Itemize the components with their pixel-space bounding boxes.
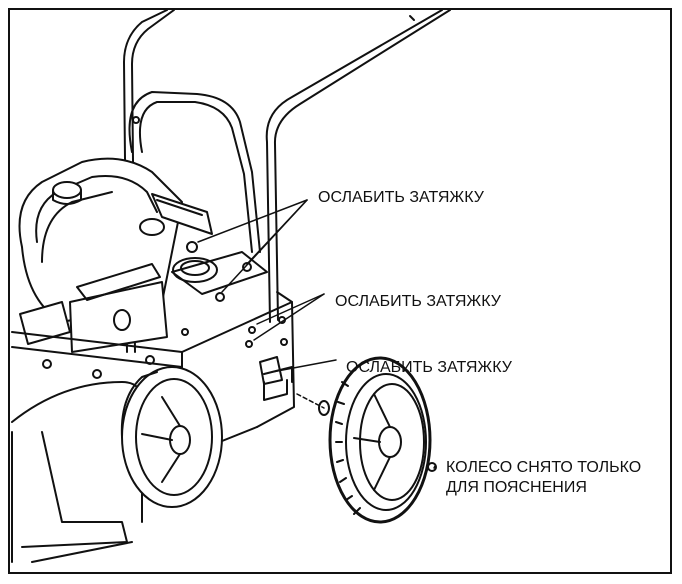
wheel-removed-note: КОЛЕСО СНЯТО ТОЛЬКО ДЛЯ ПОЯСНЕНИЯ xyxy=(446,458,641,498)
loosen-callout-middle: ОСЛАБИТЬ ЗАТЯЖКУ xyxy=(335,293,501,310)
blower-assembly-drawing xyxy=(11,10,451,563)
engine xyxy=(18,157,213,353)
left-wheel xyxy=(120,366,223,508)
loosen-callout-top: ОСЛАБИТЬ ЗАТЯЖКУ xyxy=(318,189,484,206)
pulley xyxy=(171,241,268,302)
loosen-callout-bottom: ОСЛАБИТЬ ЗАТЯЖКУ xyxy=(346,359,512,376)
leader-lines xyxy=(197,199,436,469)
axle-bracket xyxy=(259,356,293,401)
handle-bar xyxy=(123,10,451,353)
removed-wheel xyxy=(328,356,437,524)
wheel-note-line1: КОЛЕСО СНЯТО ТОЛЬКО xyxy=(446,459,642,476)
wheel-note-line2: ДЛЯ ПОЯСНЕНИЯ xyxy=(446,479,587,496)
illustration-frame: ОСЛАБИТЬ ЗАТЯЖКУ ОСЛАБИТЬ ЗАТЯЖКУ ОСЛАБИ… xyxy=(8,8,672,574)
